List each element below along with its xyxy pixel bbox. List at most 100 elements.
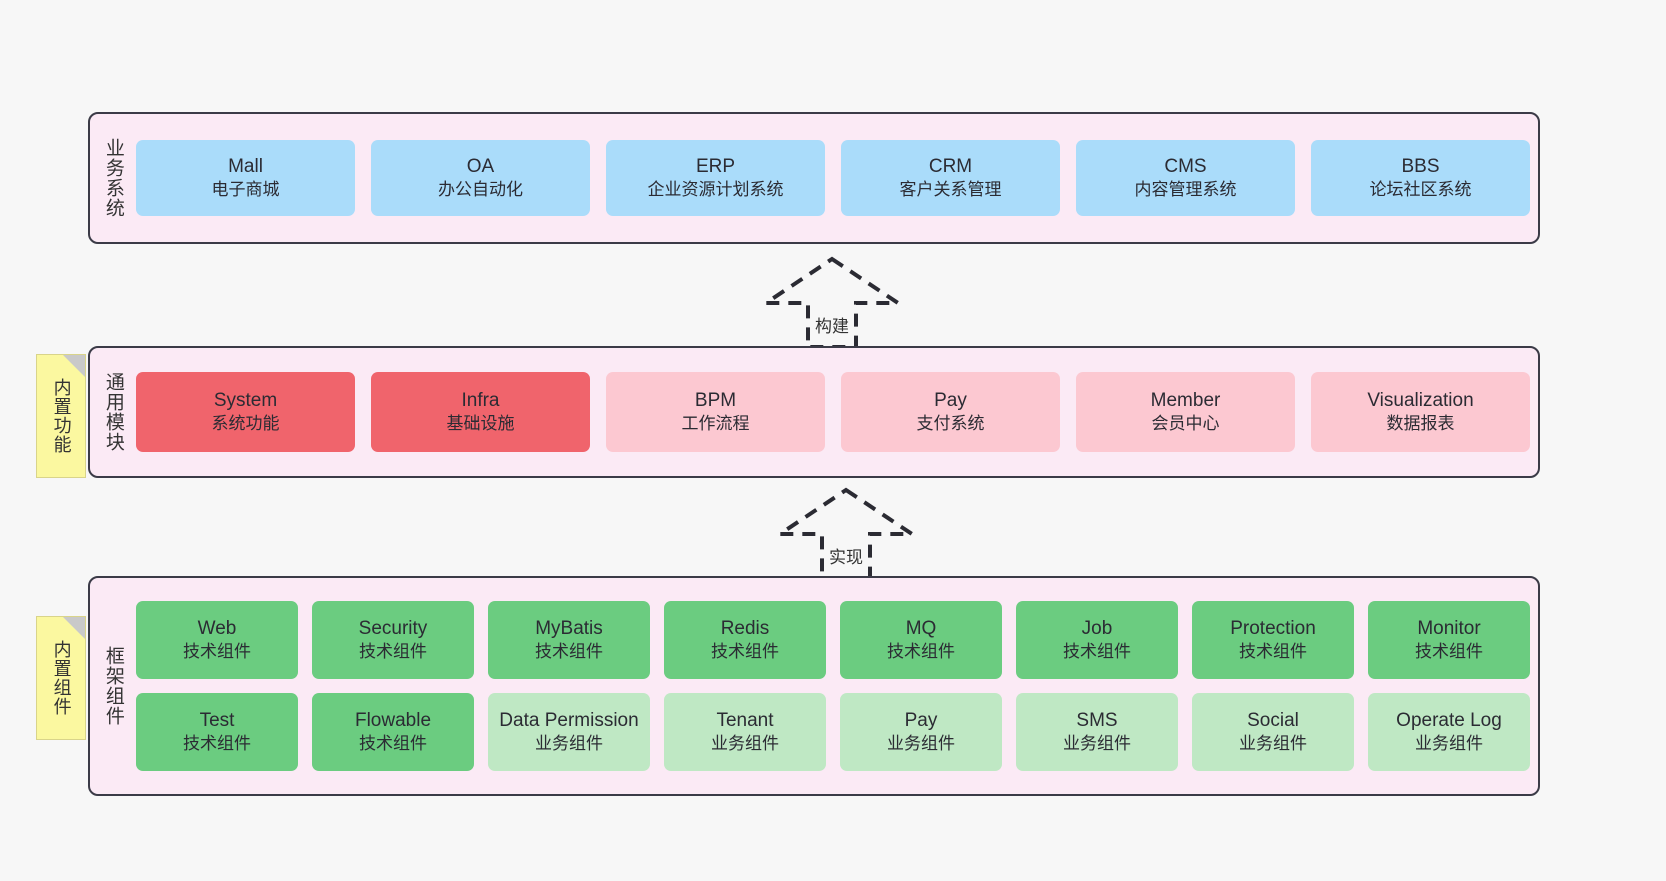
card-subtitle: 技术组件 — [535, 642, 603, 662]
card-title: SMS — [1076, 709, 1118, 731]
card-member[interactable]: Member 会员中心 — [1076, 372, 1295, 452]
layer-body-common: System 系统功能 Infra 基础设施 BPM 工作流程 Pay 支付系统… — [136, 348, 1538, 476]
layer-body-business: Mall 电子商城 OA 办公自动化 ERP 企业资源计划系统 CRM 客户关系… — [136, 114, 1538, 242]
card-title: Test — [199, 709, 235, 731]
card-row: System 系统功能 Infra 基础设施 BPM 工作流程 Pay 支付系统… — [136, 372, 1530, 452]
note-builtin-function[interactable]: 内置功能 — [36, 354, 86, 478]
card-title: ERP — [695, 155, 736, 177]
card-title: Social — [1247, 709, 1299, 731]
dashed-up-arrow-icon — [773, 487, 919, 580]
card-subtitle: 业务组件 — [711, 734, 779, 754]
layer-body-framework: Web 技术组件 Security 技术组件 MyBatis 技术组件 Redi… — [136, 578, 1538, 794]
card-visualization[interactable]: Visualization 数据报表 — [1311, 372, 1530, 452]
card-subtitle: 技术组件 — [1239, 642, 1307, 662]
card-title: Pay — [904, 709, 938, 731]
card-crm[interactable]: CRM 客户关系管理 — [841, 140, 1060, 216]
card-title: Mall — [228, 155, 263, 177]
card-subtitle: 技术组件 — [183, 734, 251, 754]
card-pay-business[interactable]: Pay 业务组件 — [840, 693, 1002, 771]
card-erp[interactable]: ERP 企业资源计划系统 — [606, 140, 825, 216]
card-subtitle: 技术组件 — [1063, 642, 1131, 662]
card-monitor[interactable]: Monitor 技术组件 — [1368, 601, 1530, 679]
dashed-up-arrow-icon — [759, 256, 905, 349]
card-subtitle: 业务组件 — [1063, 734, 1131, 754]
card-security[interactable]: Security 技术组件 — [312, 601, 474, 679]
card-redis[interactable]: Redis 技术组件 — [664, 601, 826, 679]
card-test[interactable]: Test 技术组件 — [136, 693, 298, 771]
card-subtitle: 论坛社区系统 — [1369, 180, 1472, 200]
card-bpm[interactable]: BPM 工作流程 — [606, 372, 825, 452]
card-title: OA — [466, 155, 495, 177]
card-title: Tenant — [716, 709, 774, 731]
card-mall[interactable]: Mall 电子商城 — [136, 140, 355, 216]
card-row: Mall 电子商城 OA 办公自动化 ERP 企业资源计划系统 CRM 客户关系… — [136, 140, 1530, 216]
card-title: Pay — [934, 389, 967, 411]
card-title: Operate Log — [1396, 709, 1502, 731]
layer-common-modules: 通用模块 System 系统功能 Infra 基础设施 BPM 工作流程 Pay… — [88, 346, 1540, 478]
card-subtitle: 业务组件 — [535, 734, 603, 754]
card-subtitle: 电子商城 — [211, 180, 280, 200]
card-infra[interactable]: Infra 基础设施 — [371, 372, 590, 452]
card-subtitle: 技术组件 — [359, 642, 427, 662]
card-oa[interactable]: OA 办公自动化 — [371, 140, 590, 216]
card-title: Flowable — [354, 709, 432, 731]
page-fold-icon — [63, 355, 85, 377]
layer-title-framework: 框架组件 — [102, 646, 124, 726]
card-subtitle: 系统功能 — [211, 414, 280, 434]
card-mq[interactable]: MQ 技术组件 — [840, 601, 1002, 679]
card-subtitle: 基础设施 — [446, 414, 515, 434]
card-subtitle: 业务组件 — [1415, 734, 1483, 754]
card-title: Visualization — [1367, 389, 1474, 411]
card-social[interactable]: Social 业务组件 — [1192, 693, 1354, 771]
card-title: Infra — [461, 389, 500, 411]
card-title: System — [213, 389, 278, 411]
card-title: Data Permission — [499, 709, 639, 731]
arrow-implement: 实现 — [766, 486, 926, 580]
card-subtitle: 技术组件 — [1415, 642, 1483, 662]
card-pay[interactable]: Pay 支付系统 — [841, 372, 1060, 452]
card-sms[interactable]: SMS 业务组件 — [1016, 693, 1178, 771]
layer-title-business: 业务系统 — [102, 138, 124, 218]
card-operate-log[interactable]: Operate Log 业务组件 — [1368, 693, 1530, 771]
layer-framework-components: 框架组件 Web 技术组件 Security 技术组件 MyBatis 技术组件… — [88, 576, 1540, 796]
card-title: Protection — [1230, 617, 1316, 639]
card-title: MyBatis — [535, 617, 603, 639]
card-row: Web 技术组件 Security 技术组件 MyBatis 技术组件 Redi… — [136, 601, 1530, 679]
card-title: Security — [358, 617, 428, 639]
card-system[interactable]: System 系统功能 — [136, 372, 355, 452]
card-title: CMS — [1164, 155, 1207, 177]
note-builtin-component[interactable]: 内置组件 — [36, 616, 86, 740]
card-title: BBS — [1401, 155, 1440, 177]
card-subtitle: 技术组件 — [887, 642, 955, 662]
card-subtitle: 技术组件 — [711, 642, 779, 662]
card-web[interactable]: Web 技术组件 — [136, 601, 298, 679]
card-title: Monitor — [1417, 617, 1481, 639]
arrow-label-build: 构建 — [815, 317, 849, 336]
card-subtitle: 内容管理系统 — [1134, 180, 1237, 200]
card-subtitle: 企业资源计划系统 — [647, 180, 784, 200]
layer-business-systems: 业务系统 Mall 电子商城 OA 办公自动化 ERP 企业资源计划系统 CRM… — [88, 112, 1540, 244]
note-label: 内置组件 — [51, 640, 72, 716]
card-title: Web — [197, 617, 237, 639]
card-cms[interactable]: CMS 内容管理系统 — [1076, 140, 1295, 216]
card-subtitle: 技术组件 — [359, 734, 427, 754]
arrow-label-implement: 实现 — [829, 548, 863, 567]
arrow-build: 构建 — [752, 255, 912, 349]
page-fold-icon — [63, 617, 85, 639]
card-bbs[interactable]: BBS 论坛社区系统 — [1311, 140, 1530, 216]
card-tenant[interactable]: Tenant 业务组件 — [664, 693, 826, 771]
note-label: 内置功能 — [51, 378, 72, 454]
card-subtitle: 工作流程 — [681, 414, 750, 434]
card-subtitle: 支付系统 — [916, 414, 985, 434]
card-title: Job — [1081, 617, 1113, 639]
card-data-permission[interactable]: Data Permission 业务组件 — [488, 693, 650, 771]
card-title: BPM — [694, 389, 737, 411]
card-mybatis[interactable]: MyBatis 技术组件 — [488, 601, 650, 679]
layer-title-common: 通用模块 — [102, 372, 124, 452]
card-subtitle: 业务组件 — [1239, 734, 1307, 754]
card-job[interactable]: Job 技术组件 — [1016, 601, 1178, 679]
card-protection[interactable]: Protection 技术组件 — [1192, 601, 1354, 679]
card-subtitle: 客户关系管理 — [899, 180, 1002, 200]
card-flowable[interactable]: Flowable 技术组件 — [312, 693, 474, 771]
